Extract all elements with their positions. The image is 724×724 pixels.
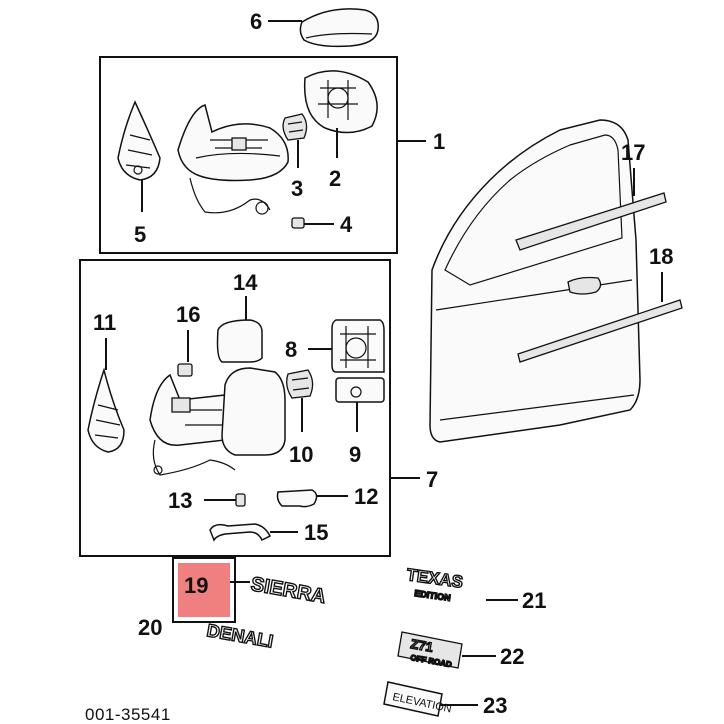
callout-3: 3 bbox=[291, 176, 303, 201]
callout-14: 14 bbox=[233, 270, 258, 295]
z71-badge-emblem: Z71 OFF ROAD bbox=[397, 631, 463, 670]
mirror-motor-part bbox=[282, 113, 308, 141]
callout-19: 19 bbox=[184, 573, 208, 598]
mirror-cover-part bbox=[299, 8, 379, 48]
callout-6: 6 bbox=[250, 9, 262, 34]
callout-16: 16 bbox=[176, 302, 200, 327]
svg-text:EDITION: EDITION bbox=[414, 588, 452, 603]
assembly-box-1 bbox=[99, 56, 398, 254]
callout-12: 12 bbox=[354, 484, 378, 509]
mirror-trim-strip-part bbox=[209, 523, 272, 542]
texas-edition-emblem: TEXAS EDITION bbox=[405, 564, 465, 603]
denali-emblem: DENALI bbox=[205, 620, 274, 651]
callout-21: 21 bbox=[522, 588, 546, 613]
callout-23: 23 bbox=[483, 693, 507, 718]
document-number: 001-35541 bbox=[85, 705, 171, 724]
callout-11: 11 bbox=[93, 310, 116, 335]
mirror-bracket-part bbox=[117, 100, 161, 181]
callout-19-highlight bbox=[178, 563, 230, 617]
callout-9: 9 bbox=[349, 442, 361, 467]
tow-mirror-bracket-part bbox=[87, 367, 125, 453]
door-body-side-molding-part bbox=[517, 299, 683, 363]
tow-mirror-motor-part bbox=[286, 369, 314, 399]
callout-22: 22 bbox=[500, 644, 524, 669]
callout-17: 17 bbox=[621, 140, 645, 165]
mirror-clip-part bbox=[291, 217, 305, 229]
callout-8: 8 bbox=[285, 337, 297, 362]
mirror-housing-part bbox=[177, 104, 289, 215]
tow-mirror-glass-part bbox=[331, 319, 385, 373]
callout-5: 5 bbox=[134, 222, 146, 247]
callout-2: 2 bbox=[329, 166, 341, 191]
elevation-emblem: ELEVATION bbox=[383, 681, 453, 717]
tow-mirror-lamp-part bbox=[177, 363, 193, 377]
assembly-box-7 bbox=[79, 259, 391, 557]
callout-1: 1 bbox=[433, 129, 445, 154]
callout-13: 13 bbox=[168, 488, 192, 513]
tow-mirror-assembly-part bbox=[149, 367, 286, 476]
callout-18: 18 bbox=[649, 244, 673, 269]
sierra-emblem: SIERRA bbox=[249, 573, 327, 608]
door-belt-molding-part bbox=[515, 192, 667, 251]
turn-signal-lamp-part bbox=[276, 489, 318, 508]
callout-15: 15 bbox=[304, 520, 328, 545]
callout-10: 10 bbox=[289, 442, 313, 467]
callout-7: 7 bbox=[426, 467, 438, 492]
svg-text:Z71: Z71 bbox=[409, 636, 434, 655]
callout-4: 4 bbox=[340, 212, 353, 237]
tow-mirror-cover-part bbox=[216, 319, 263, 363]
mirror-glass-part bbox=[303, 70, 378, 134]
tow-mirror-lower-glass-part bbox=[335, 377, 385, 403]
door-panel-part bbox=[429, 119, 641, 443]
wire-clip-part bbox=[235, 493, 246, 507]
callout-20: 20 bbox=[138, 615, 162, 640]
